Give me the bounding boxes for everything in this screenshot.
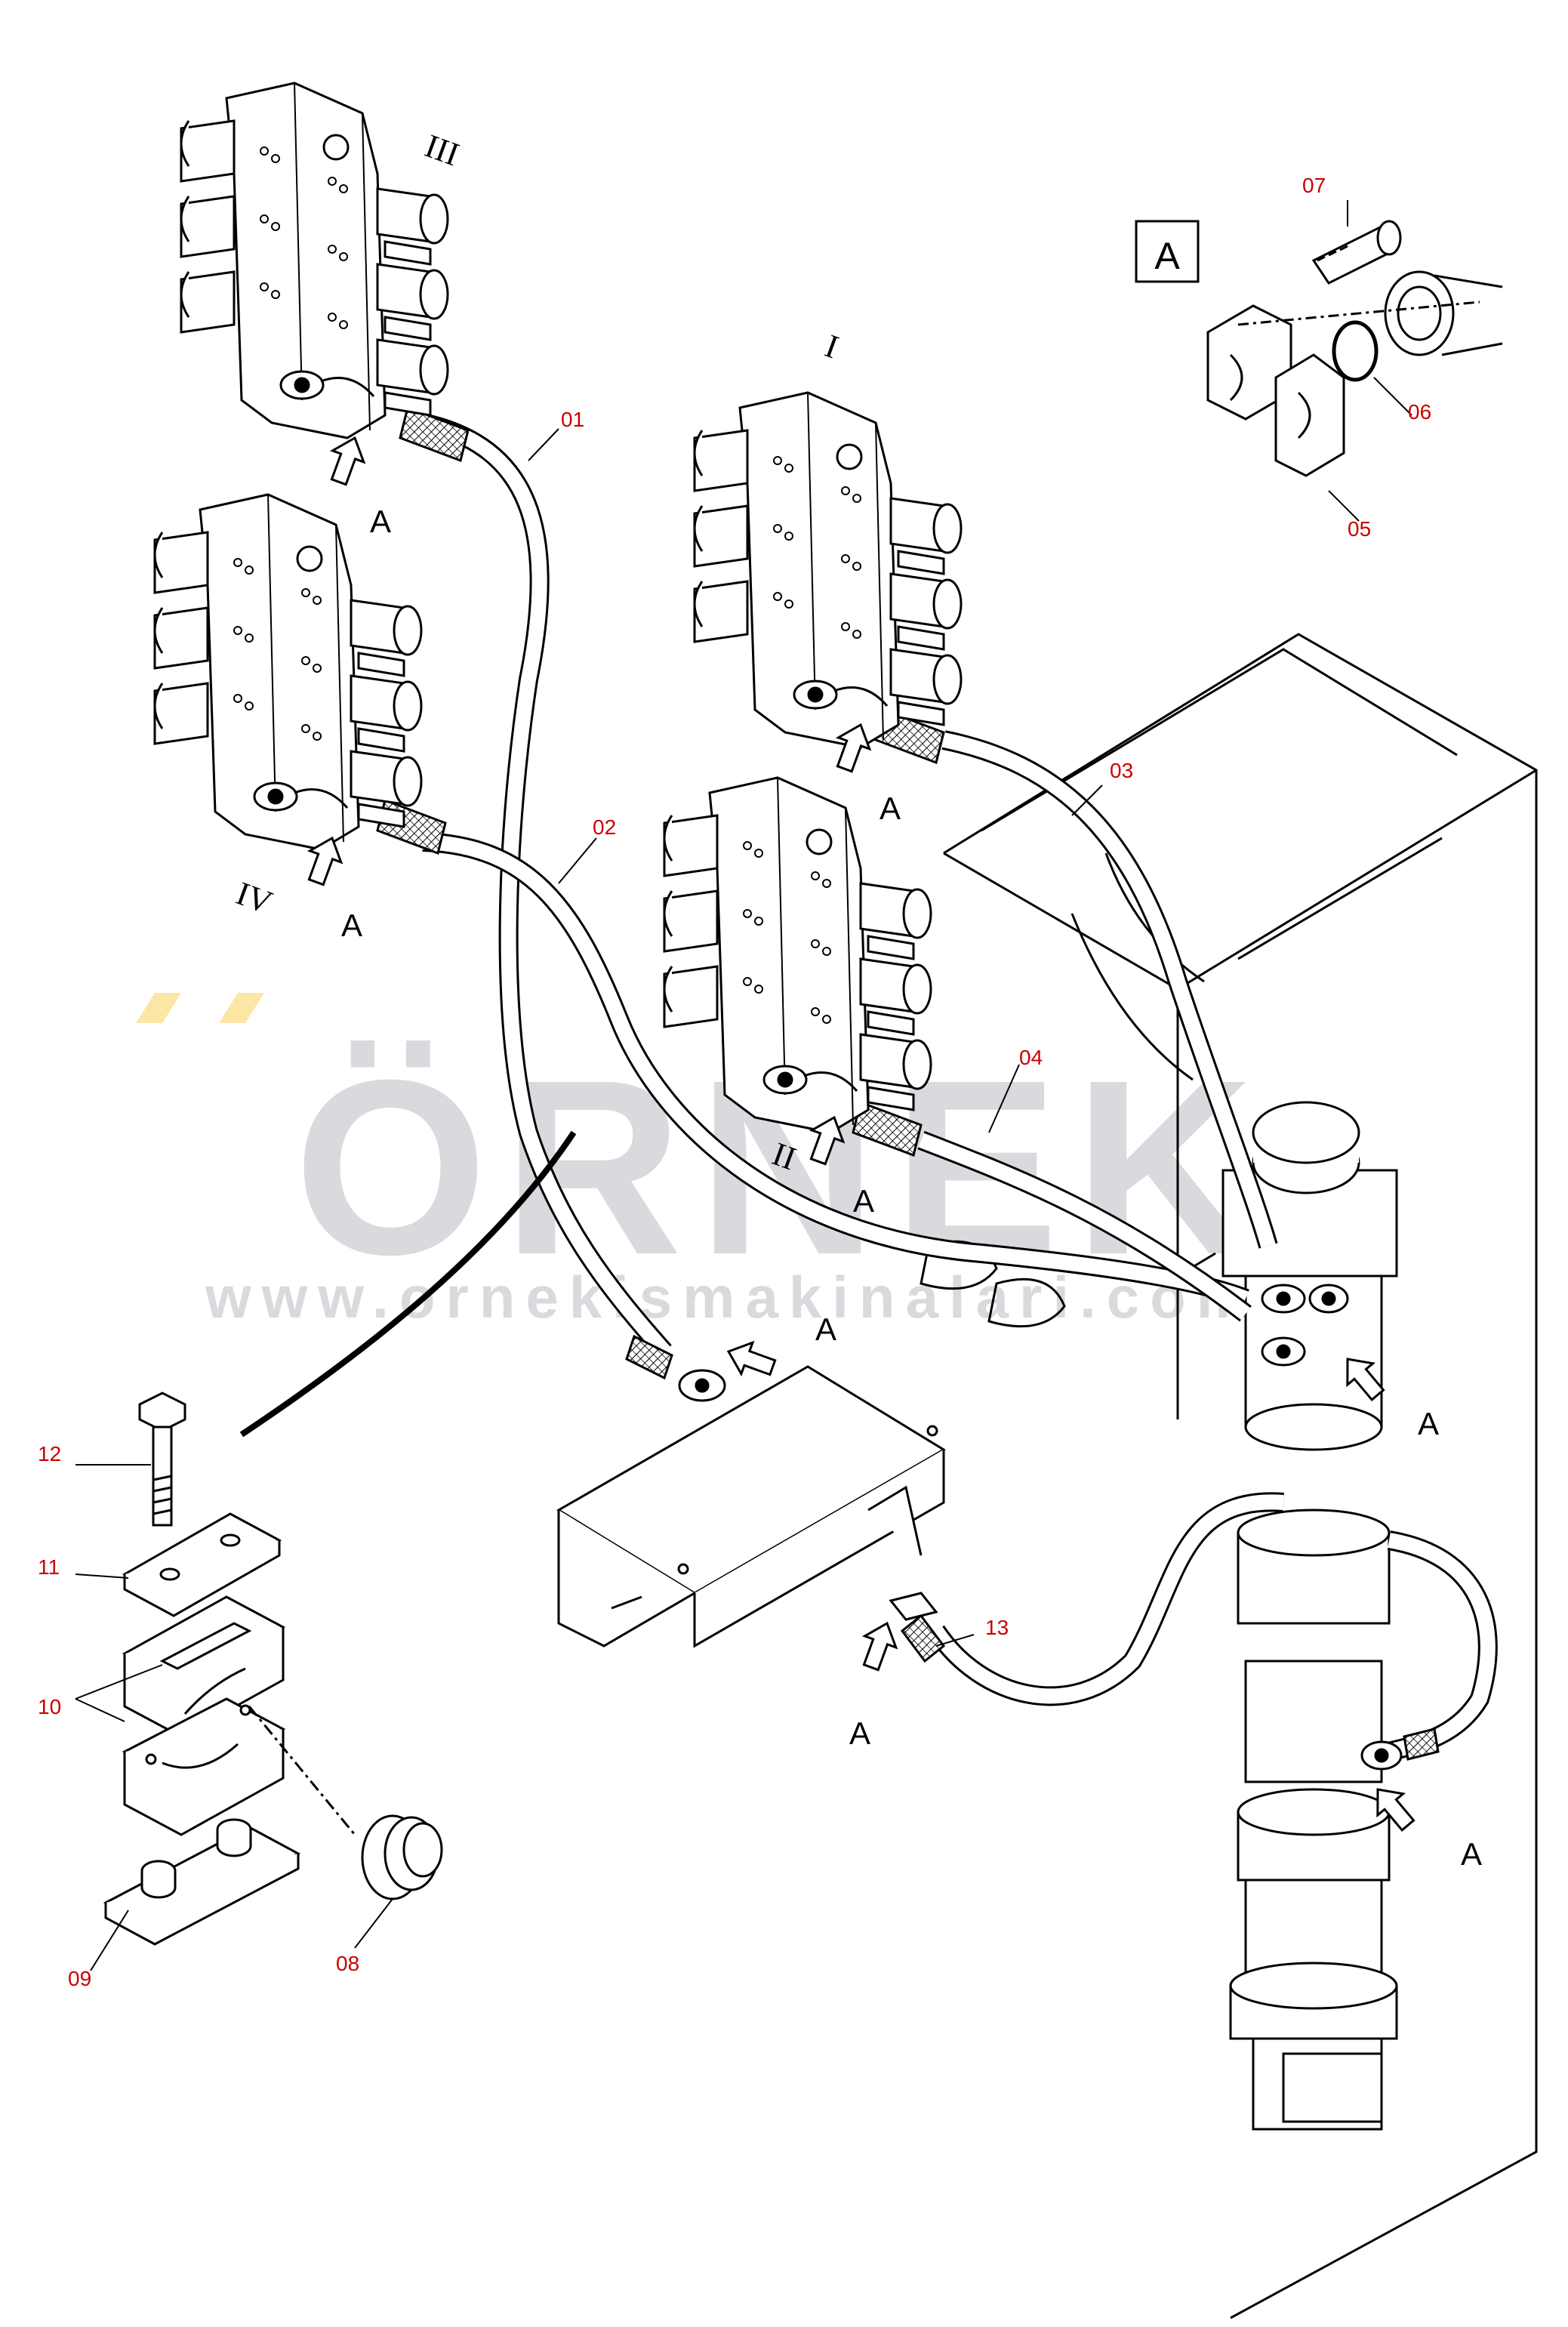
view-markers: A A A A A A A A (341, 504, 1482, 1872)
hose-04-inner (918, 1133, 1251, 1320)
view-arrow (854, 1616, 904, 1675)
part-number-07: 07 (1302, 174, 1326, 197)
part-number-06: 06 (1408, 400, 1431, 424)
part-number-13: 13 (985, 1616, 1009, 1639)
hose-01-inner (420, 415, 670, 1357)
part-number-01: 01 (561, 408, 584, 431)
clamp-hardware (103, 1392, 443, 1946)
hose-02-inner (422, 834, 1249, 1306)
part-number-12: 12 (38, 1442, 61, 1466)
swivel-column (1221, 1101, 1398, 2131)
view-marker-a: A (341, 908, 362, 943)
hose-13 (928, 1492, 1284, 1706)
view-marker-a: A (849, 1715, 870, 1751)
valve-label-I: I (821, 327, 844, 365)
valve-block-I (693, 391, 963, 749)
part-number-08: 08 (336, 1952, 359, 1975)
valve-block-IV (153, 493, 423, 851)
part-number-11: 11 (38, 1555, 60, 1579)
detail-a-box (1135, 220, 1200, 283)
view-arrow (721, 1334, 780, 1385)
view-marker-a: A (853, 1183, 874, 1219)
part-number-02: 02 (593, 815, 616, 839)
detail-a-callout: A (1135, 220, 1503, 477)
view-marker-a: A (1418, 1406, 1439, 1441)
hose-03-inner (942, 732, 1276, 1248)
part-numbers: 01 02 03 04 05 06 07 08 09 10 11 12 13 (38, 174, 1431, 1990)
view-arrow (322, 430, 372, 489)
machine-frame (920, 633, 1538, 2319)
valve-block-III (180, 82, 449, 439)
flange-joints (678, 1284, 1403, 1771)
watermark-umlaut-accent (136, 993, 264, 1023)
detail-leader (239, 1130, 577, 1438)
view-marker-a: A (370, 504, 391, 539)
part-number-10: 10 (38, 1695, 61, 1718)
leader-lines (75, 200, 1412, 1971)
detail-a-title: A (1154, 235, 1180, 277)
view-marker-a: A (879, 791, 901, 826)
part-number-05: 05 (1348, 517, 1371, 541)
valve-label-III: III (420, 127, 464, 173)
hoses (420, 413, 1498, 1761)
view-marker-a: A (815, 1311, 836, 1347)
part-number-03: 03 (1110, 759, 1133, 782)
part-number-04: 04 (1019, 1046, 1043, 1069)
hose-13-inner (929, 1494, 1284, 1704)
part-number-09: 09 (68, 1967, 91, 1990)
view-marker-a: A (1461, 1836, 1482, 1872)
clamp-bracket (556, 1365, 946, 1648)
hose-lower-inner (1387, 1533, 1496, 1759)
valve-label-IV: IV (232, 874, 278, 921)
